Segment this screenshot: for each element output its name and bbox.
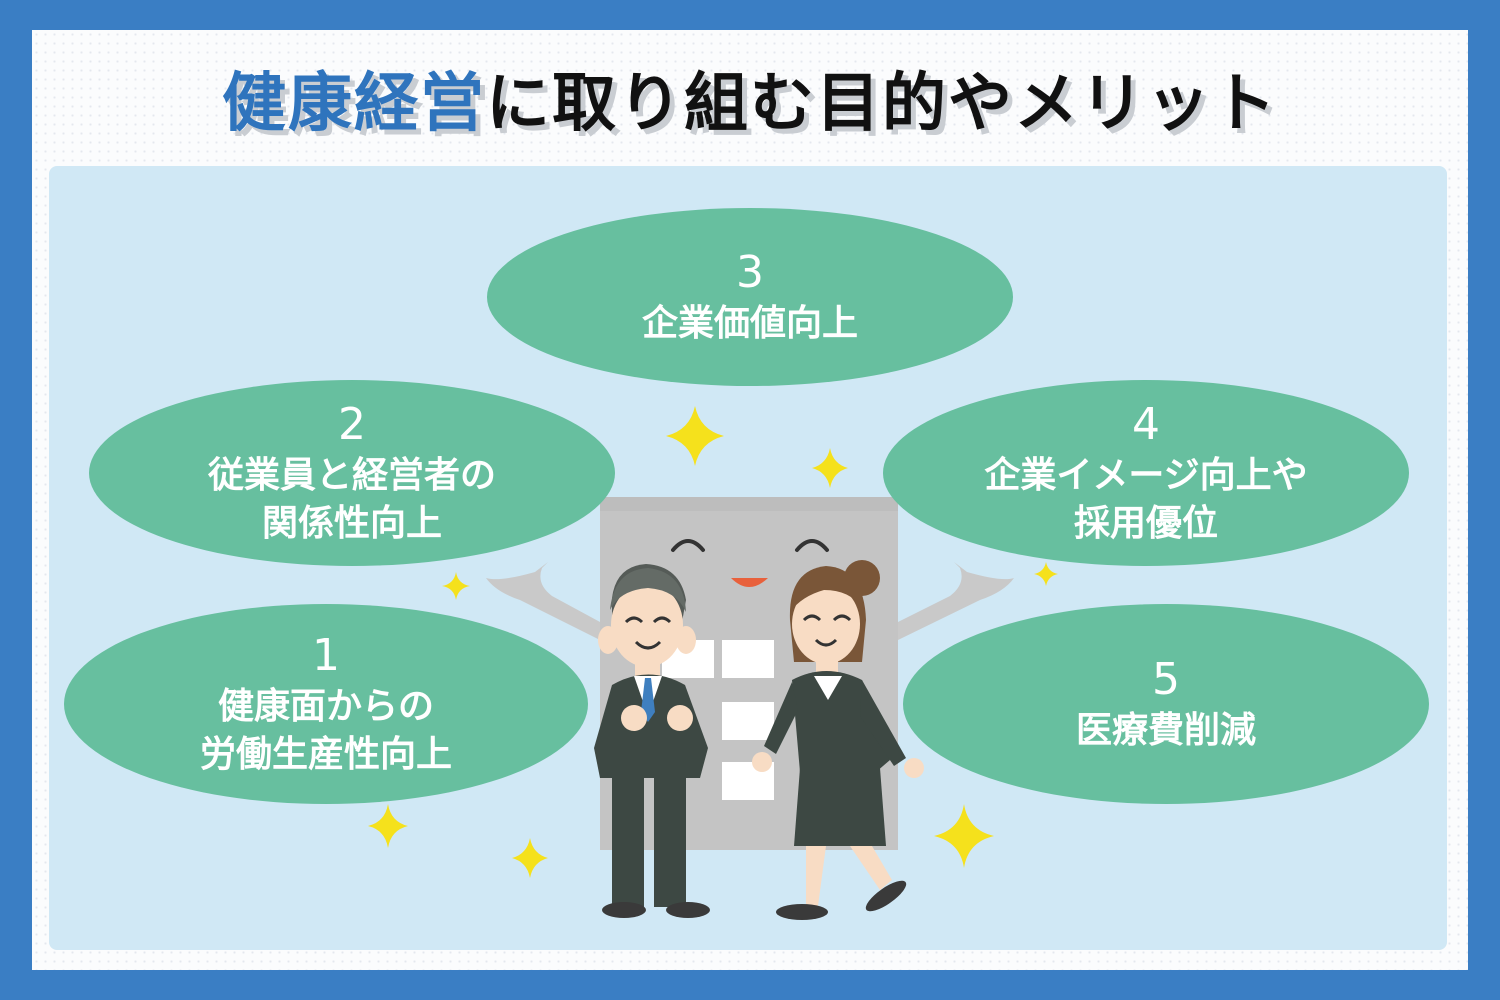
bubble-label: 企業イメージ向上や — [984, 455, 1308, 496]
page-title: 健康経営に取り組む目的やメリット — [0, 52, 1500, 144]
bubble-number: 3 — [736, 247, 764, 298]
sparkle-icon — [368, 406, 1058, 878]
benefit-bubble-4: 4 企業イメージ向上や 採用優位 — [883, 380, 1409, 566]
bubble-number: 5 — [1152, 654, 1180, 705]
businesswoman-icon — [752, 560, 924, 920]
bubble-label: 医療費削減 — [1075, 710, 1256, 751]
bubble-label: 従業員と経営者の — [207, 455, 496, 496]
benefit-bubble-1: 1 健康面からの 労働生産性向上 — [64, 604, 588, 804]
title-accent: 健康経営 — [222, 67, 486, 141]
bubble-label: 採用優位 — [1073, 503, 1218, 544]
businessman-icon — [594, 564, 710, 918]
bubble-label: 健康面からの — [217, 686, 434, 727]
bubble-number: 1 — [312, 630, 340, 681]
bubble-number: 2 — [338, 399, 366, 450]
title-rest: に取り組む目的やメリット — [486, 67, 1278, 141]
bubble-number: 4 — [1132, 399, 1160, 450]
benefit-bubble-2: 2 従業員と経営者の 関係性向上 — [89, 380, 615, 566]
bubble-label: 企業価値向上 — [641, 303, 858, 344]
bubble-label: 労働生産性向上 — [199, 734, 452, 775]
benefit-bubble-3: 3 企業価値向上 — [487, 208, 1013, 386]
bubble-label: 関係性向上 — [261, 503, 442, 544]
benefit-bubble-5: 5 医療費削減 — [903, 604, 1429, 804]
